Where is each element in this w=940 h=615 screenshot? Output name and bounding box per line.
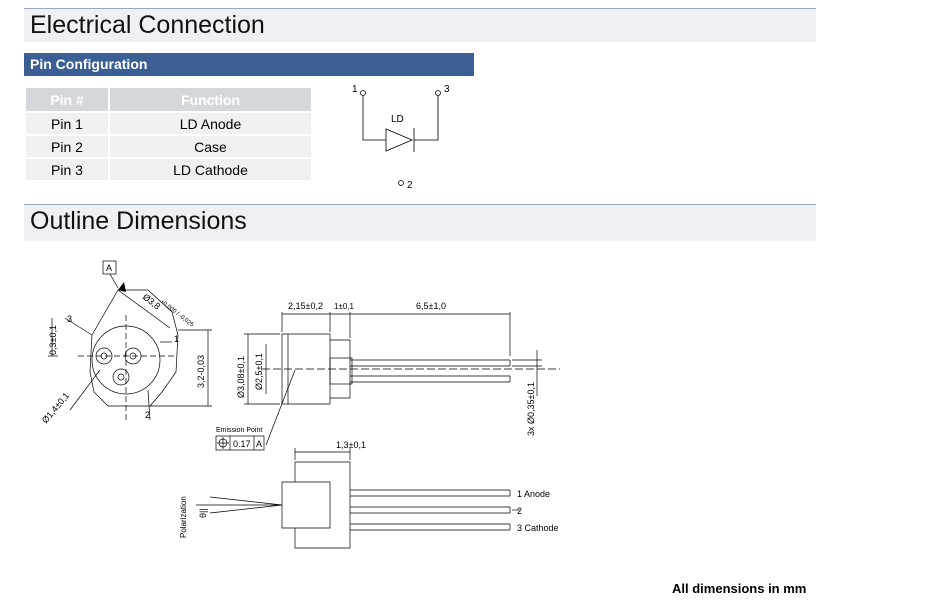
pin-cell: Pin 3 xyxy=(26,159,108,180)
tolerance-datum: A xyxy=(256,439,262,449)
polarization-label: Polarization xyxy=(179,496,188,538)
schematic-pin3-label: 3 xyxy=(444,84,450,95)
column-header-function: Function xyxy=(110,88,311,111)
function-cell: Case xyxy=(110,136,311,157)
terminal-pin1 xyxy=(360,90,366,96)
outline-dimensions-drawing: A Ø3,8 +0,000 / -0,025 0,3±0,1 Ø1,4±0,1 … xyxy=(40,260,560,549)
section-title: Outline Dimensions xyxy=(30,207,247,235)
pin-configuration-header: Pin Configuration xyxy=(24,53,474,76)
dim-len-a: 2,15±0,2 xyxy=(288,301,323,311)
table-header-row: Pin # Function xyxy=(26,88,311,111)
dim-cap-diameter: Ø3,08±0,1 xyxy=(236,356,246,398)
datum-label: A xyxy=(106,263,112,273)
front-pin-label-1: 1 xyxy=(174,334,179,344)
package-front-outline xyxy=(89,289,179,407)
lead-3-label: 3 Cathode xyxy=(517,523,559,533)
wire-anode xyxy=(362,95,386,141)
schematic-pin1-label: 1 xyxy=(352,84,358,95)
function-cell: LD Anode xyxy=(110,113,311,134)
dim-pcd: Ø1,4±0,1 xyxy=(40,391,71,426)
schematic-ld-label: LD xyxy=(391,114,404,125)
dim-len-b: 1±0,1 xyxy=(334,302,355,311)
table-row: Pin 1 LD Anode xyxy=(26,113,311,134)
dim-len-c: 6,5±1,0 xyxy=(416,301,446,311)
pin-cell: Pin 1 xyxy=(26,113,108,134)
front-pin-label-2: 2 xyxy=(145,410,150,420)
pin-configuration-title: Pin Configuration xyxy=(30,56,148,72)
dim-pin-diameter: 3x Ø0,35±0,1 xyxy=(526,382,536,436)
terminal-pin2 xyxy=(398,180,404,186)
section-header-outline: Outline Dimensions xyxy=(24,204,816,241)
lead-1-label: 1 Anode xyxy=(517,489,550,499)
dim-offset: 0,3±0,1 xyxy=(48,325,58,355)
section-header-electrical: Electrical Connection xyxy=(24,8,816,42)
diode-symbol xyxy=(385,128,414,152)
tolerance-value: 0.17 xyxy=(233,439,251,449)
section-title: Electrical Connection xyxy=(30,11,265,39)
table-row: Pin 2 Case xyxy=(26,136,311,157)
emission-point-label: Emission Point xyxy=(216,427,262,434)
datum-box xyxy=(102,260,117,275)
function-cell: LD Cathode xyxy=(110,159,311,180)
front-pin-label-3: 3 xyxy=(67,314,72,324)
polarization-symbol: θ|| xyxy=(198,508,208,518)
dimensions-note: All dimensions in mm xyxy=(672,581,807,596)
dim-height: 3,2-0,03 xyxy=(196,355,206,388)
dim-len-d: 1,3±0,1 xyxy=(336,440,366,450)
laser-diode-schematic: 1 3 LD 2 xyxy=(352,84,450,191)
schematic-pin2-label: 2 xyxy=(407,180,413,191)
dim-outer-tolerance: +0,000 / -0,025 xyxy=(159,299,195,329)
bottom-view-cap xyxy=(281,481,331,529)
terminal-pin3 xyxy=(435,90,441,96)
side-view-cap xyxy=(281,333,331,405)
wire-cathode xyxy=(414,95,439,141)
table-row: Pin 3 LD Cathode xyxy=(26,159,311,180)
column-header-pin: Pin # xyxy=(26,88,108,111)
pin-table: Pin # Function Pin 1 LD Anode Pin 2 Case… xyxy=(24,86,313,182)
pin-cell: Pin 2 xyxy=(26,136,108,157)
pin-hole-2 xyxy=(112,368,130,386)
lead-2-label: 2 xyxy=(517,506,522,516)
dim-window-diameter: Ø2,5±0,1 xyxy=(254,353,264,390)
tolerance-frame xyxy=(215,435,265,451)
